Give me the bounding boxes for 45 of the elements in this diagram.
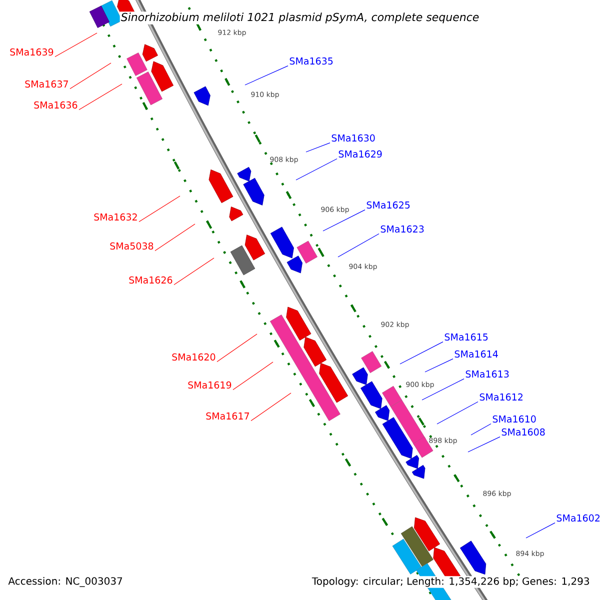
gene-label: SMa5038 — [110, 242, 154, 250]
gene-label: SMa1637 — [25, 80, 68, 88]
gene-label: SMa1619 — [188, 381, 232, 389]
leader-line — [468, 436, 500, 452]
gene-label: SMa1632 — [94, 213, 137, 221]
leader-line — [526, 522, 556, 538]
leader-line — [322, 210, 366, 232]
leader-line — [232, 362, 274, 390]
gene-label: SMa1613 — [466, 370, 509, 378]
gene-label: SMa1617 — [206, 412, 249, 420]
leader-line — [400, 342, 444, 364]
leader-line — [296, 158, 338, 180]
leader-line — [338, 234, 380, 258]
gene-label: SMa1608 — [502, 428, 545, 436]
leader-line — [78, 84, 122, 110]
leader-line — [216, 334, 258, 362]
leader-line — [138, 196, 180, 222]
gene-label: SMa1625 — [366, 201, 410, 209]
leader-line — [306, 142, 330, 152]
leader-line — [424, 358, 454, 372]
gene-label: SMa1602 — [556, 514, 600, 522]
gene-label: SMa1639 — [10, 48, 54, 56]
leader-line — [174, 258, 214, 286]
leader-line — [154, 224, 196, 252]
leader-line — [422, 378, 464, 400]
leader-line — [436, 402, 478, 424]
leader-line — [54, 32, 98, 58]
gene-label: SMa1626 — [129, 276, 172, 284]
leader-line — [470, 424, 492, 436]
gene-label: SMa1610 — [492, 415, 536, 423]
accession-label: Accession: NC_003037 — [8, 577, 122, 587]
gene-label: SMa1629 — [338, 150, 382, 158]
gene-label: SMa1620 — [172, 353, 216, 361]
summary-label: Topology: circular; Length: 1,354,226 bp; Genes: 1,293 — [310, 576, 591, 588]
leader-line — [244, 66, 288, 86]
leader-line — [250, 392, 292, 422]
leader-line — [70, 62, 112, 90]
gene-label: SMa1630 — [332, 134, 375, 142]
gene-label: SMa1635 — [290, 57, 333, 65]
gene-label: SMa1636 — [34, 101, 78, 109]
map-title: Sinorhizobium meliloti 1021 plasmid pSymA, complete sequence — [120, 12, 480, 24]
gene-label: SMa1623 — [380, 225, 424, 233]
gene-label: SMa1615 — [444, 333, 488, 341]
gene-label: SMa1614 — [454, 350, 498, 358]
gene-label: SMa1612 — [480, 393, 522, 401]
